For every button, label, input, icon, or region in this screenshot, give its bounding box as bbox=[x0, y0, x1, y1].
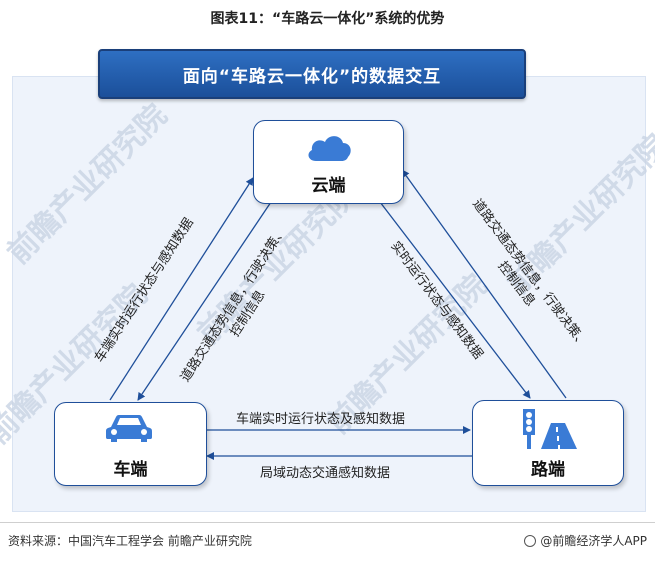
arrow-cloud-to-road bbox=[379, 201, 531, 399]
source-note: 资料来源：中国汽车工程学会 前瞻产业研究院 bbox=[8, 534, 252, 548]
cloud-node: 云端 bbox=[253, 120, 404, 204]
car-node-label: 车端 bbox=[113, 460, 148, 480]
arrow-car-to-cloud bbox=[109, 177, 254, 401]
road-traffic-icon bbox=[523, 409, 577, 449]
car-node: 车端 bbox=[54, 402, 207, 486]
car-icon bbox=[106, 415, 152, 442]
road-node-label: 路端 bbox=[531, 460, 565, 480]
brand-logo-icon bbox=[524, 534, 537, 547]
diagram-banner: 面向“车路云一体化”的数据交互 bbox=[98, 49, 526, 99]
brand-text: @前瞻经济学人APP bbox=[540, 534, 647, 548]
footer-divider bbox=[0, 522, 655, 523]
cloud-icon bbox=[308, 136, 351, 161]
road-node: 路端 bbox=[472, 400, 624, 486]
figure-title: 图表11：“车路云一体化”系统的优势 bbox=[210, 11, 445, 27]
brand-credit: @前瞻经济学人APP bbox=[524, 532, 647, 549]
cloud-node-label: 云端 bbox=[311, 176, 346, 196]
arrow-road-to-cloud bbox=[401, 169, 567, 399]
arrow-cloud-to-car bbox=[137, 201, 272, 401]
flow-label-car-to-road: 车端实时运行状态及感知数据 bbox=[236, 412, 406, 427]
flow-label-road-to-car: 局域动态交通感知数据 bbox=[260, 466, 391, 481]
